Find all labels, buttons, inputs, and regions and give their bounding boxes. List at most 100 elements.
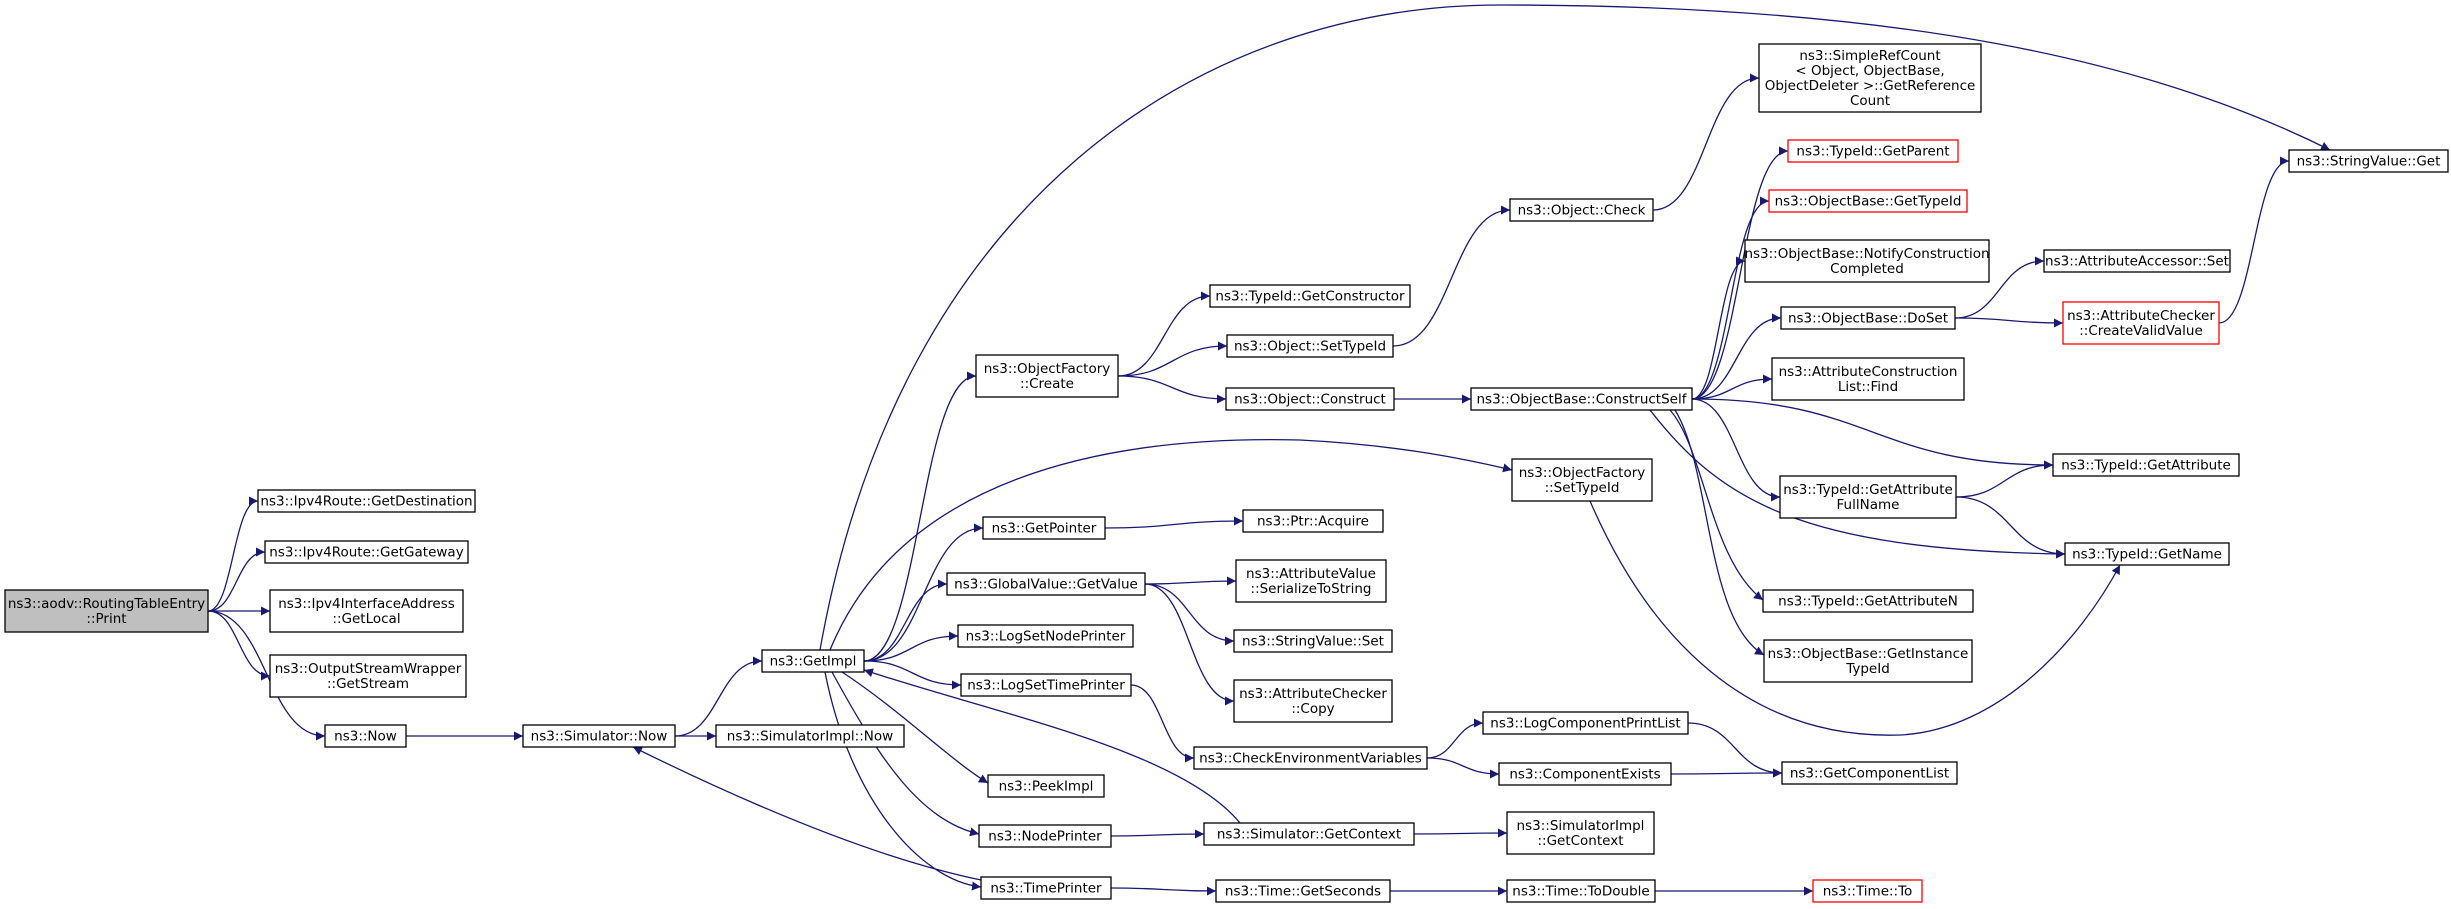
node-time_getseconds[interactable]: ns3::Time::GetSeconds bbox=[1215, 879, 1391, 903]
node-label: ns3::StringValue::Get bbox=[2297, 154, 2441, 170]
node-label: ::CreateValidValue bbox=[2079, 323, 2203, 339]
edge-getimpl-to-logsettime bbox=[863, 660, 962, 690]
edge-getimpl-to-gv_getvalue bbox=[863, 579, 948, 662]
node-getpointer[interactable]: ns3::GetPointer bbox=[982, 516, 1106, 540]
node-label: ns3::Time::ToDouble bbox=[1512, 884, 1649, 900]
node-time_to[interactable]: ns3::Time::To bbox=[1812, 879, 1923, 903]
node-obj_construct[interactable]: ns3::Object::Construct bbox=[1225, 387, 1395, 411]
node-label: < Object, ObjectBase, bbox=[1795, 63, 1944, 79]
node-label: ns3::SimulatorImpl bbox=[1517, 818, 1645, 834]
node-nodeprinter[interactable]: ns3::NodePrinter bbox=[978, 824, 1112, 848]
node-now[interactable]: ns3::Now bbox=[324, 724, 407, 748]
node-label: ns3::LogSetTimePrinter bbox=[967, 678, 1125, 694]
node-sv_set[interactable]: ns3::StringValue::Set bbox=[1233, 629, 1393, 653]
edge-ac_createvalid-to-sv_get bbox=[2218, 156, 2290, 324]
node-ac_createvalid[interactable]: ns3::AttributeChecker::CreateValidValue bbox=[2062, 301, 2220, 345]
node-ac_copy[interactable]: ns3::AttributeChecker::Copy bbox=[1233, 679, 1393, 723]
node-label: ns3::PeekImpl bbox=[999, 779, 1094, 795]
node-aa_set[interactable]: ns3::AttributeAccessor::Set bbox=[2043, 249, 2231, 273]
node-ipv4if_getlocal[interactable]: ns3::Ipv4InterfaceAddress::GetLocal bbox=[269, 589, 464, 633]
node-label: ObjectDeleter >::GetReference bbox=[1765, 78, 1976, 94]
node-box bbox=[1215, 879, 1391, 903]
node-box bbox=[1203, 822, 1415, 846]
node-getimpl[interactable]: ns3::GetImpl bbox=[761, 649, 865, 673]
node-root[interactable]: ns3::aodv::RoutingTableEntry::Print bbox=[4, 589, 209, 633]
edge-timeprinter-to-time_getseconds bbox=[1110, 886, 1217, 896]
node-label: ns3::Time::To bbox=[1823, 884, 1913, 900]
edge-logsettime-to-checkenv bbox=[1130, 684, 1195, 763]
node-logsetnode[interactable]: ns3::LogSetNodePrinter bbox=[957, 624, 1134, 648]
node-simimpl_now[interactable]: ns3::SimulatorImpl::Now bbox=[715, 724, 905, 748]
node-label: ns3::ObjectBase::NotifyConstruction bbox=[1744, 246, 1989, 262]
node-of_settypeid[interactable]: ns3::ObjectFactory::SetTypeId bbox=[1511, 458, 1653, 502]
node-box bbox=[2062, 301, 2220, 345]
node-logsettime[interactable]: ns3::LogSetTimePrinter bbox=[960, 673, 1132, 697]
node-ob_constructself[interactable]: ns3::ObjectBase::ConstructSelf bbox=[1470, 387, 1693, 411]
node-timeprinter[interactable]: ns3::TimePrinter bbox=[980, 876, 1112, 900]
node-osw_getstream[interactable]: ns3::OutputStreamWrapper::GetStream bbox=[269, 654, 467, 698]
edge-checkenv-to-logcomp_printlist bbox=[1426, 718, 1484, 759]
node-label: ns3::AttributeChecker bbox=[2067, 308, 2215, 324]
node-label: ns3::TypeId::GetAttribute bbox=[2061, 458, 2231, 474]
node-box bbox=[975, 354, 1119, 398]
node-label: ns3::GlobalValue::GetValue bbox=[954, 577, 1138, 593]
node-label: ns3::TypeId::GetParent bbox=[1796, 144, 1949, 160]
node-label: ::GetStream bbox=[327, 676, 409, 692]
node-getcomplist[interactable]: ns3::GetComponentList bbox=[1781, 761, 1958, 785]
node-compexists[interactable]: ns3::ComponentExists bbox=[1498, 762, 1672, 786]
edge-root-to-ipv4_getgw bbox=[207, 547, 266, 612]
node-simplerefcount[interactable]: ns3::SimpleRefCount< Object, ObjectBase,… bbox=[1758, 43, 1982, 113]
node-ipv4_getdest[interactable]: ns3::Ipv4Route::GetDestination bbox=[257, 489, 476, 513]
node-box bbox=[980, 876, 1112, 900]
node-ipv4_getgw[interactable]: ns3::Ipv4Route::GetGateway bbox=[264, 540, 469, 564]
edge-checkenv-to-compexists bbox=[1426, 757, 1500, 779]
node-tid_getparent[interactable]: ns3::TypeId::GetParent bbox=[1787, 139, 1959, 163]
node-label: ns3::ObjectFactory bbox=[984, 361, 1111, 377]
node-checkenv[interactable]: ns3::CheckEnvironmentVariables bbox=[1193, 746, 1428, 770]
node-of_create[interactable]: ns3::ObjectFactory::Create bbox=[975, 354, 1119, 398]
node-label: ns3::Object::Construct bbox=[1234, 392, 1386, 408]
node-obj_check[interactable]: ns3::Object::Check bbox=[1509, 198, 1654, 222]
node-sim_now[interactable]: ns3::Simulator::Now bbox=[522, 724, 676, 748]
node-ob_gettypeid[interactable]: ns3::ObjectBase::GetTypeId bbox=[1768, 189, 1968, 213]
node-tid_getattr[interactable]: ns3::TypeId::GetAttribute bbox=[2052, 453, 2240, 477]
node-obj_settypeid[interactable]: ns3::Object::SetTypeId bbox=[1226, 334, 1394, 358]
node-box bbox=[982, 516, 1106, 540]
node-box bbox=[264, 540, 469, 564]
node-time_todouble[interactable]: ns3::Time::ToDouble bbox=[1506, 879, 1656, 903]
node-peekimpl[interactable]: ns3::PeekImpl bbox=[987, 774, 1105, 798]
node-label: ns3::GetPointer bbox=[992, 521, 1097, 537]
node-sv_get[interactable]: ns3::StringValue::Get bbox=[2288, 149, 2449, 173]
edge-gv_getvalue-to-av_serialize bbox=[1144, 576, 1237, 586]
node-ob_doset[interactable]: ns3::ObjectBase::DoSet bbox=[1780, 306, 1956, 330]
node-ob_notify[interactable]: ns3::ObjectBase::NotifyConstructionCompl… bbox=[1744, 239, 1990, 283]
edge-gv_getvalue-to-sv_set bbox=[1144, 583, 1235, 646]
node-gv_getvalue[interactable]: ns3::GlobalValue::GetValue bbox=[946, 572, 1146, 596]
node-label: TypeId bbox=[1845, 661, 1890, 677]
edge-ob_constructself-to-ob_doset bbox=[1691, 313, 1782, 400]
edge-tid_getattrfull-to-tid_getname bbox=[1955, 496, 2066, 559]
edge-logcomp_printlist-to-getcomplist bbox=[1687, 722, 1783, 778]
node-sim_getcontext[interactable]: ns3::Simulator::GetContext bbox=[1203, 822, 1415, 846]
edge-ob_constructself-to-ob_notify bbox=[1691, 256, 1746, 400]
node-label: ns3::LogComponentPrintList bbox=[1490, 716, 1680, 732]
node-label: ns3::ObjectBase::GetInstance bbox=[1768, 646, 1969, 662]
node-tid_getattrn[interactable]: ns3::TypeId::GetAttributeN bbox=[1762, 589, 1974, 613]
node-box bbox=[1470, 387, 1693, 411]
node-box bbox=[269, 654, 467, 698]
node-ptr_acquire[interactable]: ns3::Ptr::Acquire bbox=[1242, 509, 1384, 533]
node-logcomp_printlist[interactable]: ns3::LogComponentPrintList bbox=[1482, 711, 1689, 735]
node-label: ns3::CheckEnvironmentVariables bbox=[1199, 751, 1422, 767]
node-box bbox=[1511, 458, 1653, 502]
node-simimpl_getcontext[interactable]: ns3::SimulatorImpl::GetContext bbox=[1506, 811, 1655, 855]
node-av_serialize[interactable]: ns3::AttributeValue::SerializeToString bbox=[1235, 559, 1387, 603]
node-box bbox=[1509, 198, 1654, 222]
node-box bbox=[1787, 139, 1959, 163]
node-tid_getname[interactable]: ns3::TypeId::GetName bbox=[2064, 542, 2230, 566]
node-tid_getctor[interactable]: ns3::TypeId::GetConstructor bbox=[1209, 284, 1411, 308]
node-box bbox=[1771, 357, 1965, 401]
